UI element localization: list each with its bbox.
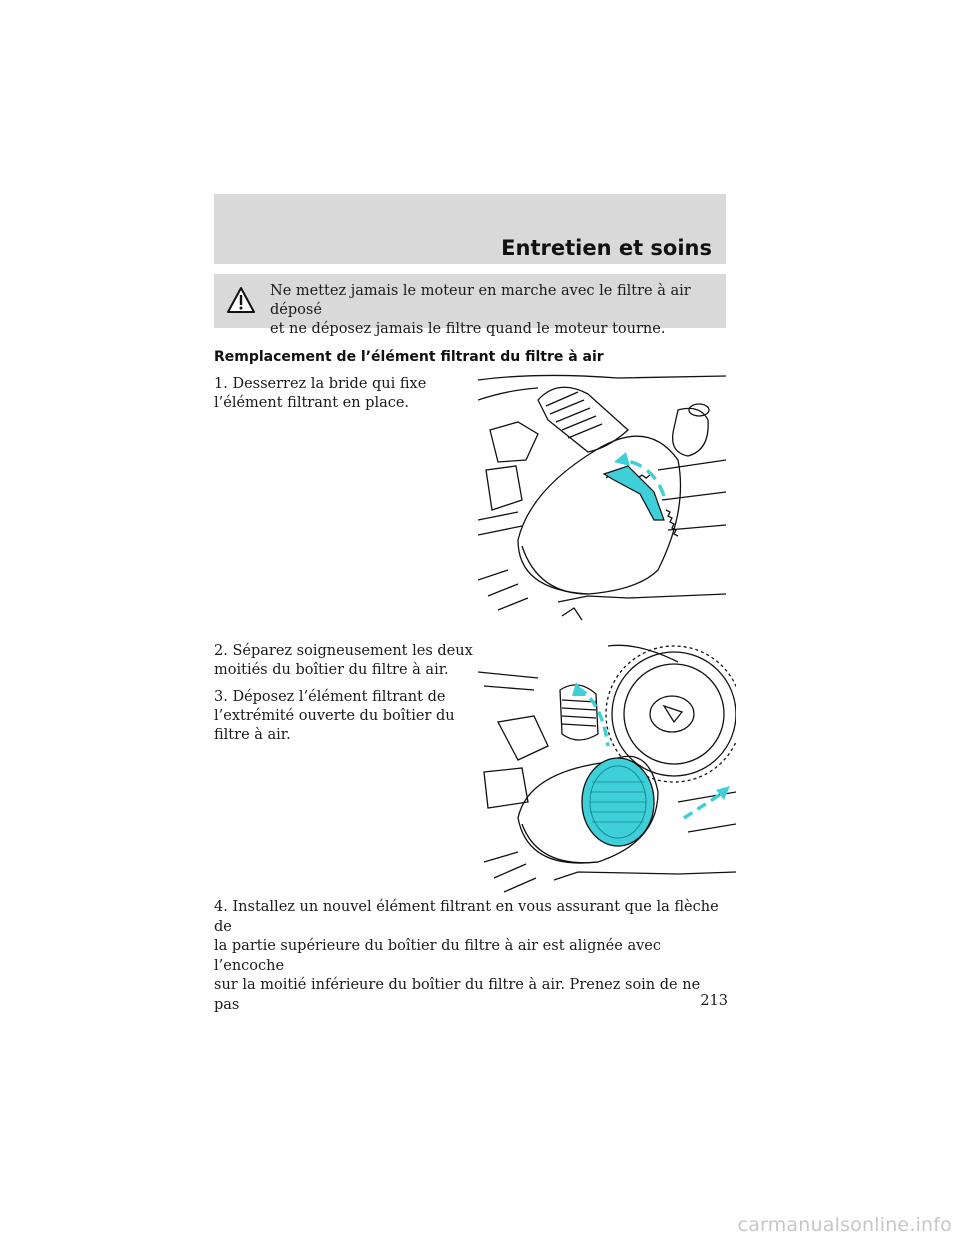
watermark: carmanualsonline.info bbox=[737, 1214, 952, 1236]
step-3: 3. Déposez l’élément filtrant de l’extré… bbox=[214, 689, 455, 743]
warning-triangle-icon bbox=[227, 287, 255, 313]
page-number: 213 bbox=[700, 993, 728, 1009]
air-filter-clamp-illustration bbox=[478, 374, 726, 621]
section-heading: Remplacement de l’élément filtrant du fi… bbox=[214, 349, 604, 365]
chapter-header: Entretien et soins bbox=[214, 194, 726, 264]
step-1: 1. Desserrez la bride qui fixe l’élément… bbox=[214, 376, 427, 411]
step-2: 2. Séparez soigneusement les deux moitié… bbox=[214, 643, 473, 678]
warning-text: Ne mettez jamais le moteur en marche ave… bbox=[270, 283, 691, 337]
chapter-title: Entretien et soins bbox=[501, 236, 712, 260]
step-4: 4. Installez un nouvel élément filtrant … bbox=[214, 899, 719, 1013]
air-filter-housing-open-illustration bbox=[478, 644, 736, 893]
warning-box: Ne mettez jamais le moteur en marche ave… bbox=[214, 274, 726, 337]
